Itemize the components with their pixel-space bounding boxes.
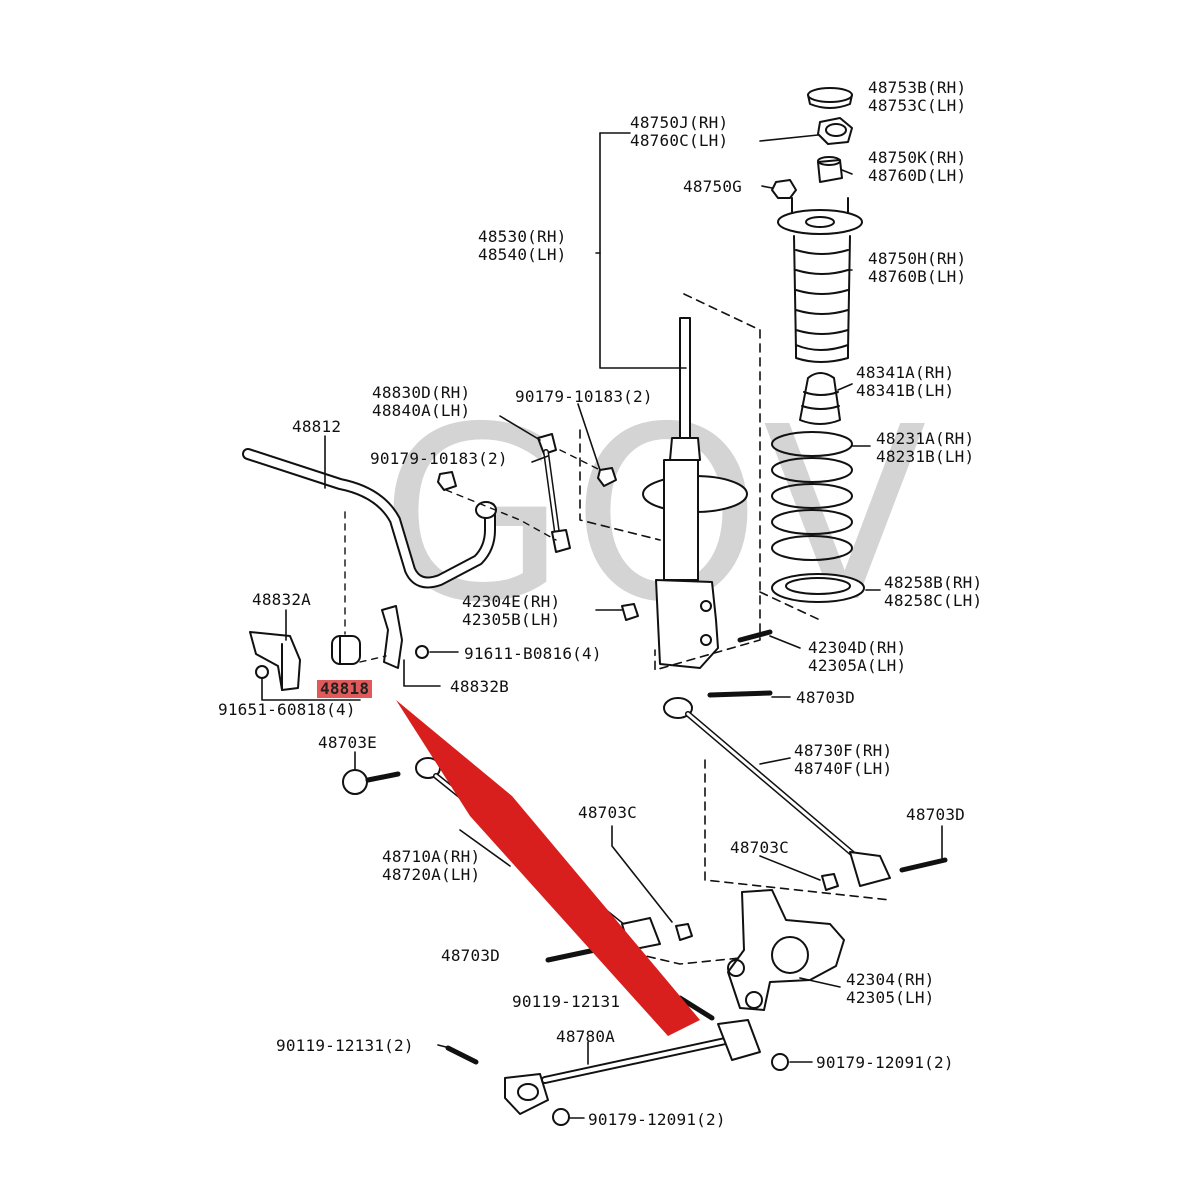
label-48703D-upper: 48703D bbox=[796, 688, 855, 707]
red-pointer-arrow bbox=[396, 700, 700, 1036]
label-48830D: 48830D(RH) 48840A(LH) bbox=[372, 383, 471, 420]
label-48818-highlighted: 48818 bbox=[317, 680, 373, 698]
label-48710A: 48710A(RH) 48720A(LH) bbox=[382, 847, 481, 884]
label-48703C-right: 48703C bbox=[730, 838, 789, 857]
bolt-48703D-a bbox=[707, 690, 773, 698]
label-90119-12131-upper: 90119-12131 bbox=[512, 992, 621, 1011]
stabilizer-bushing-part bbox=[331, 635, 361, 665]
label-48812: 48812 bbox=[292, 417, 342, 436]
bolt-48703D-c bbox=[545, 947, 598, 963]
nut-90179-12091-b bbox=[552, 1108, 570, 1126]
leader-lines bbox=[261, 132, 943, 1119]
label-90179-12091-bottom: 90179-12091(2) bbox=[588, 1110, 726, 1129]
label-90119-12131-lower: 90119-12131(2) bbox=[276, 1036, 414, 1055]
label-48753: 48753B(RH) 48753C(LH) bbox=[868, 78, 967, 115]
strut-nut-part bbox=[817, 117, 853, 145]
stabilizer-bar-part bbox=[242, 448, 497, 589]
label-48703E: 48703E bbox=[318, 733, 377, 752]
label-48750H: 48750H(RH) 48760B(LH) bbox=[868, 249, 967, 286]
label-42304D: 42304D(RH) 42305A(LH) bbox=[808, 638, 907, 675]
nut-90179-12091-a bbox=[771, 1053, 789, 1071]
label-90179-12091-right: 90179-12091(2) bbox=[816, 1053, 954, 1072]
stabilizer-link-part bbox=[537, 433, 571, 553]
label-90179-10183-lower: 90179-10183(2) bbox=[370, 449, 508, 468]
label-48750J: 48750J(RH) 48760C(LH) bbox=[630, 113, 729, 150]
bracket-48832B bbox=[381, 605, 403, 669]
toe-link-arm-part bbox=[663, 697, 891, 887]
label-48703D-right: 48703D bbox=[906, 805, 965, 824]
label-48750K: 48750K(RH) 48760D(LH) bbox=[868, 148, 967, 185]
link-nut-upper bbox=[597, 467, 617, 487]
lower-arm-48780A bbox=[504, 1019, 761, 1115]
label-48780A: 48780A bbox=[556, 1027, 615, 1046]
label-90179-10183-upper: 90179-10183(2) bbox=[515, 387, 653, 406]
bolt-90119-a bbox=[677, 995, 715, 1021]
bolt-symbol-91611 bbox=[415, 645, 429, 659]
upper-mount-part bbox=[777, 197, 863, 363]
label-91611: 91611-B0816(4) bbox=[464, 644, 602, 663]
bolt-48703D-b bbox=[899, 857, 948, 873]
dust-cap-part bbox=[807, 87, 853, 109]
nut-48703C-a bbox=[675, 923, 693, 941]
bolt-90119-b bbox=[445, 1045, 479, 1065]
link-nut-lower bbox=[437, 471, 457, 491]
cushion-part bbox=[817, 156, 843, 183]
spring-seat-part bbox=[771, 573, 865, 603]
label-48703C-left: 48703C bbox=[578, 803, 637, 822]
coil-spring-part bbox=[771, 431, 853, 561]
label-48231: 48231A(RH) 48231B(LH) bbox=[876, 429, 975, 466]
label-48730F: 48730F(RH) 48740F(LH) bbox=[794, 741, 893, 778]
steering-knuckle-part bbox=[727, 889, 845, 1011]
label-48832A: 48832A bbox=[252, 590, 311, 609]
dashed-guides bbox=[344, 449, 601, 663]
label-48832B: 48832B bbox=[450, 677, 509, 696]
label-48341: 48341A(RH) 48341B(LH) bbox=[856, 363, 955, 400]
bolt-48703E bbox=[342, 769, 401, 795]
shock-absorber-part bbox=[642, 317, 748, 669]
label-91651: 91651-60818(4) bbox=[218, 700, 356, 719]
strut-assembly-frame bbox=[579, 293, 821, 671]
mount-nut-part bbox=[771, 179, 797, 199]
bracket-48832A bbox=[249, 631, 301, 691]
label-48750G: 48750G bbox=[683, 177, 742, 196]
label-48703D-lower: 48703D bbox=[441, 946, 500, 965]
bolt-symbol-91651 bbox=[255, 665, 269, 679]
nut-48703C-b bbox=[821, 873, 839, 891]
bump-stopper-part bbox=[799, 372, 841, 425]
label-48258: 48258B(RH) 48258C(LH) bbox=[884, 573, 983, 610]
label-48530: 48530(RH) 48540(LH) bbox=[478, 227, 567, 264]
strut-nut-42304E bbox=[621, 603, 639, 621]
strut-bolt-42304D bbox=[737, 629, 773, 643]
label-42304E: 42304E(RH) 42305B(LH) bbox=[462, 592, 561, 629]
label-42304: 42304(RH) 42305(LH) bbox=[846, 970, 935, 1007]
